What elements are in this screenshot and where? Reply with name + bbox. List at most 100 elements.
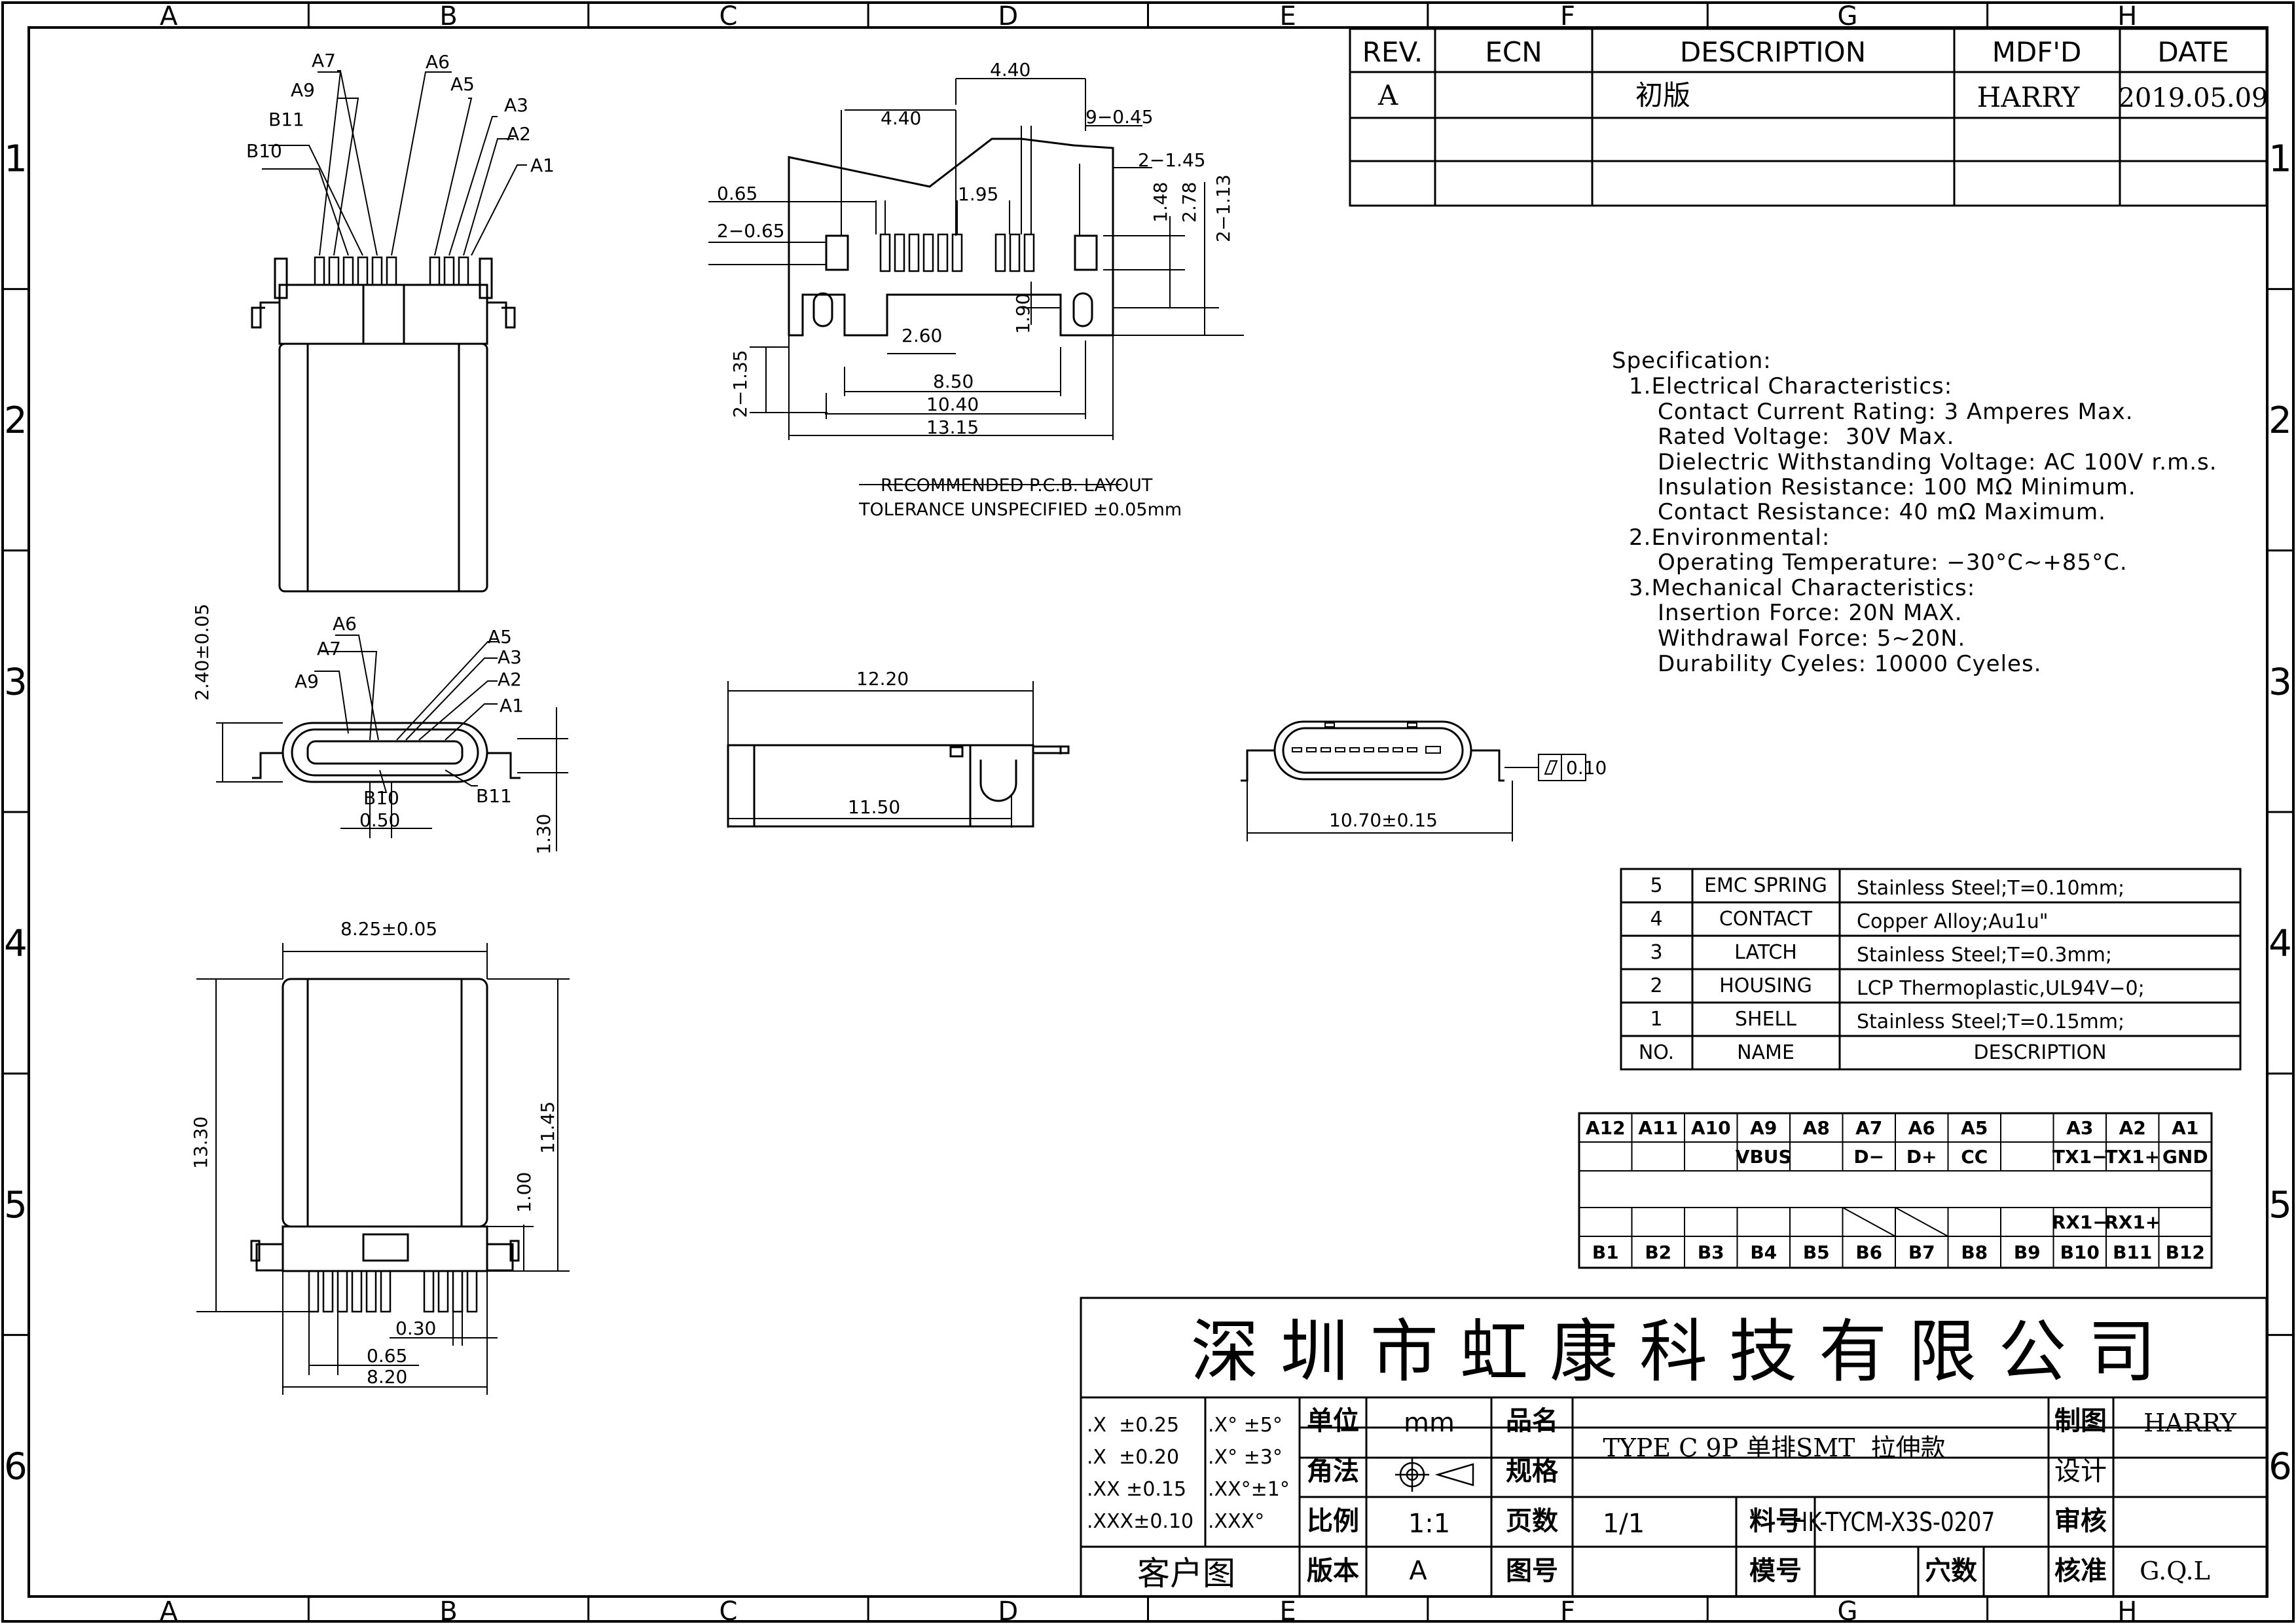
drawn-label: 制图 (2054, 1406, 2107, 1436)
spec-line: Contact Current Rating: 3 Amperes Max. (1658, 399, 2134, 425)
bottom-view-labels: 8.25±0.05 13.30 11.45 1.00 0.30 0.65 8.2… (190, 918, 558, 1388)
dim-label: 2−1.45 (1138, 149, 1206, 171)
tolerance-angular: .XXX° (1208, 1510, 1264, 1533)
mold-no-label: 模号 (1749, 1556, 1802, 1586)
pinout-cell: B1 (1592, 1242, 1619, 1263)
dim-label: 0.65 (717, 183, 757, 204)
pinout-cell: A10 (1691, 1117, 1731, 1139)
dim-label: 0.50 (359, 809, 400, 831)
scale-value: 1:1 (1408, 1509, 1450, 1539)
specification-block: Specification: 1.Electrical Characterist… (1612, 348, 2217, 677)
front-view-labels: A6 A5 A7 A3 A9 A2 A1 B10 B11 2.40±0.05 0… (191, 604, 555, 855)
spec-line: Insulation Resistance: 100 MΩ Minimum. (1658, 474, 2136, 500)
spec-line: Contact Resistance: 40 mΩ Maximum. (1658, 499, 2106, 525)
customer-drawing: 客户图 (1137, 1555, 1235, 1593)
page-label: 页数 (1506, 1506, 1558, 1536)
pinout-cell: B3 (1698, 1242, 1724, 1263)
pinout-cell: B7 (1908, 1242, 1935, 1263)
tolerance-linear: .XXX±0.10 (1087, 1510, 1194, 1533)
zone-column-label: G (1837, 1596, 1857, 1624)
dim-label: 4.40 (881, 107, 921, 129)
projection-symbol (1395, 1458, 1474, 1492)
rev-header: REV. (1362, 36, 1423, 68)
bom-description: Copper Alloy;Au1u" (1857, 910, 2049, 933)
pin-label: A7 (312, 50, 336, 71)
bom-description: Stainless Steel;T=0.15mm; (1857, 1010, 2124, 1033)
zone-column-label: E (1280, 1596, 1296, 1624)
bom-header-name: NAME (1737, 1041, 1795, 1064)
zone-column-label: H (2117, 1, 2137, 31)
zone-row-label: 1 (2269, 138, 2292, 181)
bom-name: HOUSING (1719, 974, 1812, 997)
pin-label: A9 (291, 79, 315, 101)
dim-label: 2−1.35 (729, 350, 751, 418)
end-view-labels: 10.70±0.15 0.10 (1329, 757, 1607, 831)
pin-label: A5 (488, 626, 512, 648)
bom-no: 2 (1650, 974, 1662, 997)
zone-row-label: 4 (2269, 923, 2292, 965)
zone-column-label: E (1280, 1, 1296, 31)
zone-column-label: F (1560, 1, 1575, 31)
bom-header-no: NO. (1639, 1041, 1674, 1064)
pinout-cell: A5 (1961, 1117, 1988, 1139)
top-view-labels: A7 A6 A9 A5 B11 A3 A2 B10 A1 (246, 50, 555, 176)
zone-row-label: 2 (2269, 399, 2292, 442)
zone-row-label: 5 (2269, 1184, 2292, 1227)
check-label: 审核 (2054, 1506, 2107, 1536)
pin-label: B11 (268, 109, 304, 130)
dim-label: 8.25±0.05 (340, 918, 437, 940)
zone-row-label: 1 (4, 138, 27, 181)
tolerance-angular: .X° ±3° (1208, 1446, 1283, 1469)
tolerance-angular: .XX°±1° (1208, 1478, 1290, 1501)
zone-column-label: B (439, 1596, 457, 1624)
tolerance-angular: .X° ±5° (1208, 1414, 1283, 1437)
pinout-cell: A9 (1750, 1117, 1777, 1139)
date-header: DATE (2157, 36, 2229, 68)
bom-name: CONTACT (1719, 908, 1813, 931)
pin-label: A1 (530, 155, 555, 176)
dim-label: 1.30 (533, 814, 555, 855)
dim-label: 1.95 (958, 183, 998, 205)
dim-label: 9−0.45 (1085, 106, 1154, 128)
pinout-cell: A11 (1638, 1117, 1678, 1139)
drawn-value: HARRY (2143, 1409, 2237, 1437)
pinout-cell: A2 (2119, 1117, 2146, 1139)
bottom-view (196, 943, 570, 1395)
spec-label: 规格 (1506, 1456, 1559, 1486)
dim-label: 13.15 (926, 416, 979, 438)
bom-description: Stainless Steel;T=0.3mm; (1857, 944, 2112, 967)
mdfd-header: MDF'D (1992, 36, 2082, 68)
zone-column-label: C (719, 1596, 737, 1624)
pinout-cell: TX1− (2052, 1146, 2107, 1168)
page-value: 1/1 (1603, 1509, 1645, 1539)
pinout-cell: B9 (2014, 1242, 2041, 1263)
approve-label: 核准 (2054, 1556, 2107, 1586)
spec-line: Dielectric Withstanding Voltage: AC 100V… (1658, 449, 2217, 475)
tolerance-linear: .X ±0.25 (1087, 1414, 1179, 1437)
dim-label: 4.40 (990, 59, 1030, 81)
bom-text: 5 EMC SPRING 4 CONTACT 3 LATCH 2 HOUSING… (1639, 874, 2145, 1064)
name-label: 品名 (1506, 1406, 1558, 1436)
projection-label: 角法 (1307, 1456, 1359, 1486)
zone-column-label: A (160, 1, 178, 31)
pinout-cell: D+ (1906, 1146, 1937, 1168)
bom-header-description: DESCRIPTION (1973, 1041, 2106, 1064)
part-no-value: HK-TYCM-X3S-0207 (1792, 1507, 1995, 1538)
dim-label: 8.50 (933, 371, 974, 392)
spec-line: Withdrawal Force: 5~20N. (1658, 625, 1965, 652)
bom-no: 3 (1650, 941, 1662, 964)
bom-name: LATCH (1734, 941, 1797, 964)
dim-label: 2.60 (902, 325, 942, 346)
pin-label: A6 (333, 613, 357, 635)
part-no-label: 料号 (1749, 1506, 1802, 1536)
pin-label: B10 (246, 140, 282, 162)
tolerance-linear: .XX ±0.15 (1087, 1478, 1186, 1501)
unit-value: mm (1404, 1408, 1455, 1438)
pinout-cell: B6 (1855, 1242, 1882, 1263)
zone-row-label: 3 (2269, 661, 2292, 703)
dim-label: 10.40 (926, 394, 979, 415)
zone-row-label: 2 (4, 399, 27, 442)
zone-row-label: 4 (4, 923, 27, 965)
unit-label: 单位 (1307, 1406, 1359, 1436)
